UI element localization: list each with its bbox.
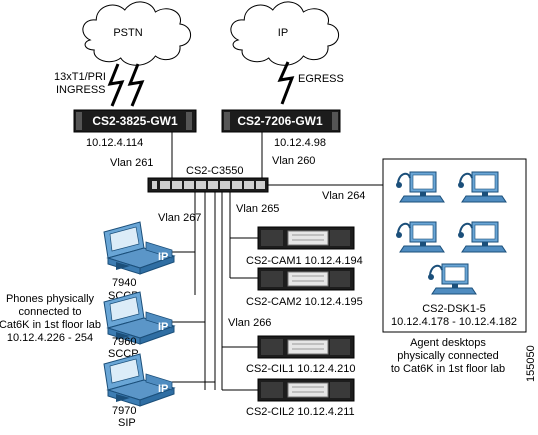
svg-text:physically connected: physically connected (397, 350, 499, 362)
server-cil2-label: CS2-CIL2 10.12.4.211 (246, 406, 355, 418)
ingress-lightning-icon (107, 63, 145, 107)
svg-text:Phones physically: Phones physically (6, 293, 95, 305)
switch-c3550 (147, 177, 269, 193)
switch-name: CS2-C3550 (186, 165, 243, 177)
svg-text:IP: IP (158, 321, 168, 333)
server-cam2 (257, 267, 355, 291)
phone-7970-model: 7970 (112, 405, 136, 417)
figure-id: 155050 (525, 345, 537, 382)
ip-label: IP (278, 27, 288, 39)
pstn-label: PSTN (113, 27, 142, 39)
ingress-line2: INGRESS (56, 84, 106, 96)
svg-text:Cat6K in 1st floor lab: Cat6K in 1st floor lab (0, 319, 101, 331)
router-gw1-name: CS2-3825-GW1 (92, 114, 178, 128)
svg-text:to Cat6K in 1st floor lab: to Cat6K in 1st floor lab (391, 363, 505, 375)
server-cil2 (257, 378, 355, 402)
egress-label: EGRESS (298, 73, 344, 85)
connection-lines (170, 132, 383, 391)
desktops-note: Agent desktops physically connected to C… (391, 337, 505, 375)
svg-text:IP: IP (158, 251, 168, 263)
phone-7970-proto: SIP (118, 417, 136, 429)
vlan-264-label: Vlan 264 (322, 190, 365, 202)
desktops-name: CS2-DSK1-5 (422, 303, 486, 315)
pstn-cloud: PSTN (82, 1, 192, 66)
server-cil1-label: CS2-CIL1 10.12.4.210 (246, 363, 355, 375)
phone-7940-model: 7940 (112, 277, 136, 289)
desktops-range: 10.12.4.178 - 10.12.4.182 (391, 316, 517, 328)
ip-cloud: IP (230, 1, 340, 66)
server-cam2-label: CS2-CAM2 10.12.4.195 (246, 296, 363, 308)
svg-text:Agent desktops: Agent desktops (410, 337, 486, 349)
svg-text:10.12.4.226 - 254: 10.12.4.226 - 254 (7, 332, 93, 344)
phones-note: Phones physically connected to Cat6K in … (0, 293, 101, 344)
egress-lightning-icon (277, 61, 295, 105)
vlan-260-label: Vlan 260 (272, 155, 315, 167)
server-cam1 (257, 226, 355, 250)
router-gw2-ip: 10.12.4.98 (274, 137, 326, 149)
svg-text:IP: IP (158, 383, 168, 395)
ingress-line1: 13xT1/PRI (54, 71, 106, 83)
router-gw2: CS2-7206-GW1 (221, 109, 341, 133)
router-gw2-name: CS2-7206-GW1 (237, 114, 323, 128)
phone-7940-icon: IP (103, 221, 175, 275)
router-gw1-ip: 10.12.4.114 (86, 137, 143, 149)
vlan-265-label: Vlan 265 (236, 203, 279, 215)
phone-7960-model: 7960 (112, 336, 136, 348)
router-gw1: CS2-3825-GW1 (73, 109, 197, 133)
vlan-267-label: Vlan 267 (158, 212, 201, 224)
svg-text:connected to: connected to (19, 306, 82, 318)
vlan-266-label: Vlan 266 (228, 317, 271, 329)
server-cil1 (257, 335, 355, 359)
vlan-261-label: Vlan 261 (110, 157, 153, 169)
phone-7970-icon: IP (103, 353, 175, 407)
phone-7960-icon: IP (103, 291, 175, 345)
server-cam1-label: CS2-CAM1 10.12.4.194 (246, 255, 363, 267)
